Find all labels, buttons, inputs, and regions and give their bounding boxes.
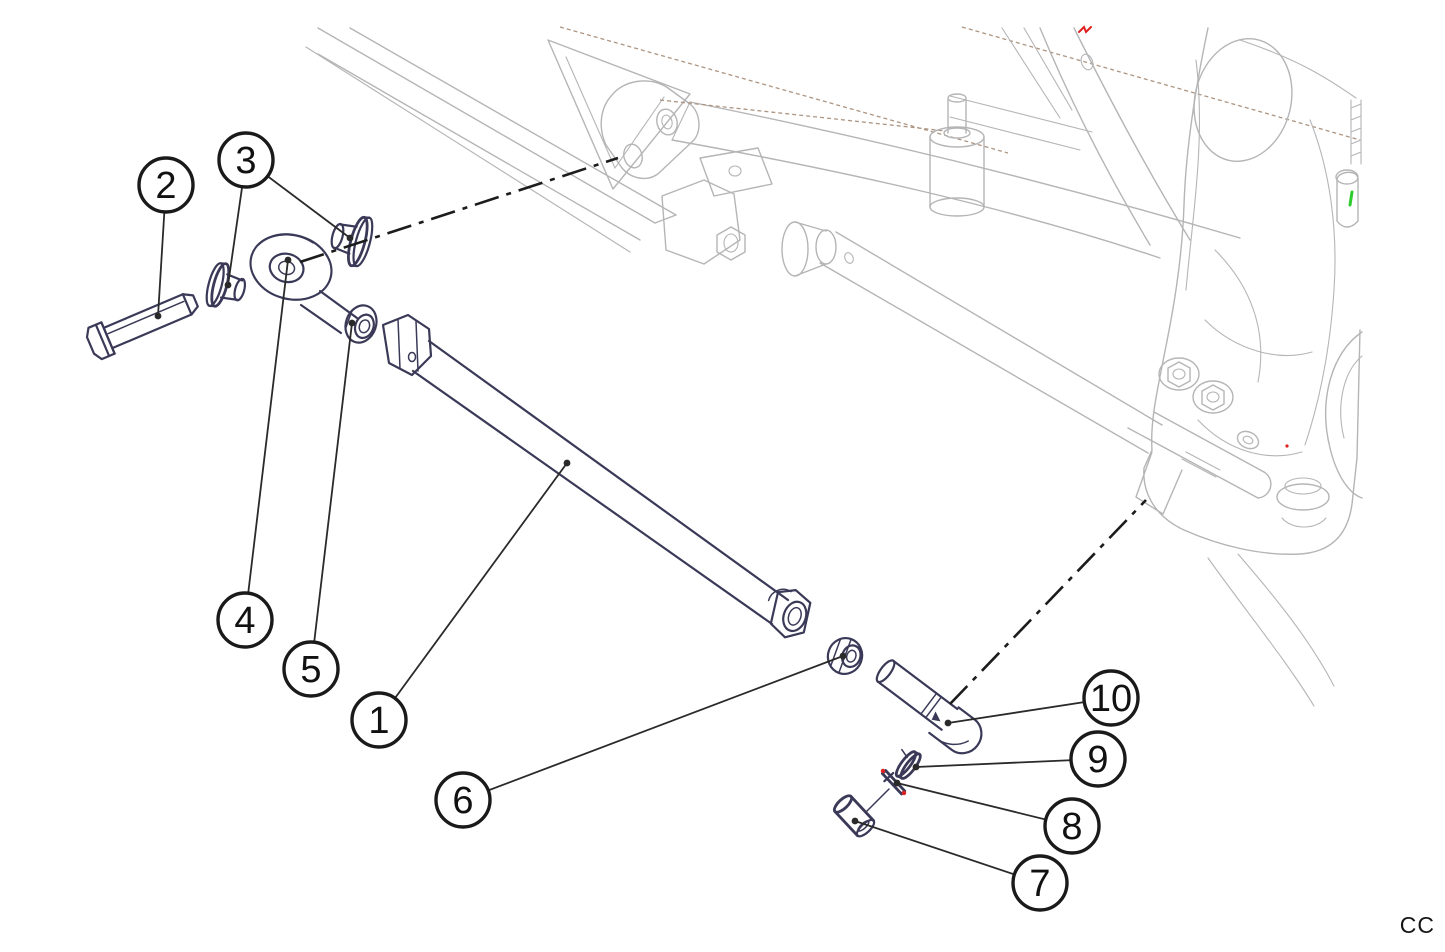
callout-number-4: 4 — [234, 600, 255, 642]
callout-circle-9 — [1069, 730, 1127, 788]
part-7-spacer-bushing — [832, 788, 890, 838]
callout-number-10: 10 — [1090, 678, 1132, 720]
part-2-hex-bolt — [85, 293, 199, 361]
context-steering-knuckle — [1127, 27, 1363, 555]
callout-balloons: 1 2 3 4 5 6 789 10 — [137, 131, 1140, 912]
red-dot-mark — [1285, 444, 1289, 448]
callout-5: 5 — [282, 640, 340, 698]
callout-circle-5 — [282, 640, 340, 698]
center-axis-line — [949, 499, 1147, 705]
leader-line-7 — [854, 820, 1041, 884]
callout-circle-2 — [137, 156, 195, 214]
context-gusset — [547, 39, 691, 190]
callout-7: 7 — [1011, 854, 1069, 912]
red-pin-tip-mark — [901, 790, 907, 796]
callout-circle-1 — [350, 691, 408, 749]
part-10-outer-rod-end — [875, 659, 983, 755]
callout-number-3: 3 — [235, 140, 256, 182]
callout-circle-3 — [217, 131, 275, 189]
callout-number-9: 9 — [1087, 739, 1108, 781]
red-pin-tip-mark — [880, 768, 886, 774]
leader-line-5 — [310, 322, 353, 670]
leader-dot-7 — [851, 817, 859, 825]
callout-circle-7 — [1011, 854, 1069, 912]
leader-line-1 — [378, 462, 568, 721]
context-upper-link — [1001, 27, 1191, 246]
callout-number-8: 8 — [1061, 806, 1082, 848]
callout-circle-8 — [1043, 797, 1101, 855]
callout-6: 6 — [434, 771, 492, 829]
center-axis-lines — [299, 156, 1147, 705]
context-cross-beam — [671, 95, 1241, 259]
green-tick-mark — [1348, 190, 1354, 207]
center-axis-line — [299, 156, 619, 264]
leader-dot-1 — [563, 459, 571, 467]
context-rotor-edges — [1207, 553, 1335, 707]
leader-dot-2 — [154, 312, 162, 320]
leader-dot-4 — [284, 256, 292, 264]
leader-dot-6 — [839, 652, 847, 660]
callout-3: 3 — [217, 131, 275, 189]
red-squiggle-mark — [1078, 25, 1092, 34]
callout-number-1: 1 — [368, 700, 389, 742]
leader-line-9 — [915, 758, 1099, 768]
context-bump-stop — [929, 93, 985, 217]
part-9-washer — [894, 748, 922, 780]
callout-leaders — [154, 159, 1112, 884]
callout-circle-10 — [1082, 669, 1140, 727]
leader-dot-8 — [893, 779, 901, 787]
color-marks — [880, 25, 1354, 796]
callout-8: 8 — [1043, 797, 1101, 855]
leader-dot-5 — [348, 319, 356, 327]
callout-4: 4 — [216, 591, 274, 649]
leader-dot-10 — [944, 719, 952, 727]
context-frame-rail — [305, 27, 677, 253]
leader-line-4 — [244, 259, 289, 621]
leader-dot-9 — [912, 763, 920, 771]
part-1-tie-rod-tube — [381, 313, 812, 639]
callout-10: 10 — [1082, 669, 1140, 727]
context-mount-bracket — [600, 80, 773, 197]
callout-number-7: 7 — [1029, 863, 1050, 905]
leader-line-6 — [462, 655, 844, 801]
callout-9: 9 — [1069, 730, 1127, 788]
callout-number-2: 2 — [155, 165, 176, 207]
callout-circle-4 — [216, 591, 274, 649]
context-lower-control-arm — [661, 179, 1163, 454]
callout-2: 2 — [137, 156, 195, 214]
callout-circle-6 — [434, 771, 492, 829]
callout-number-5: 5 — [300, 649, 321, 691]
callout-1: 1 — [350, 691, 408, 749]
part-5-jam-nut — [344, 304, 378, 344]
leader-dot-3 — [346, 234, 354, 242]
corner-label: CC — [1399, 912, 1435, 938]
leader-line-8 — [896, 782, 1073, 827]
callout-number-6: 6 — [452, 780, 473, 822]
leader-dot-3 — [224, 281, 232, 289]
